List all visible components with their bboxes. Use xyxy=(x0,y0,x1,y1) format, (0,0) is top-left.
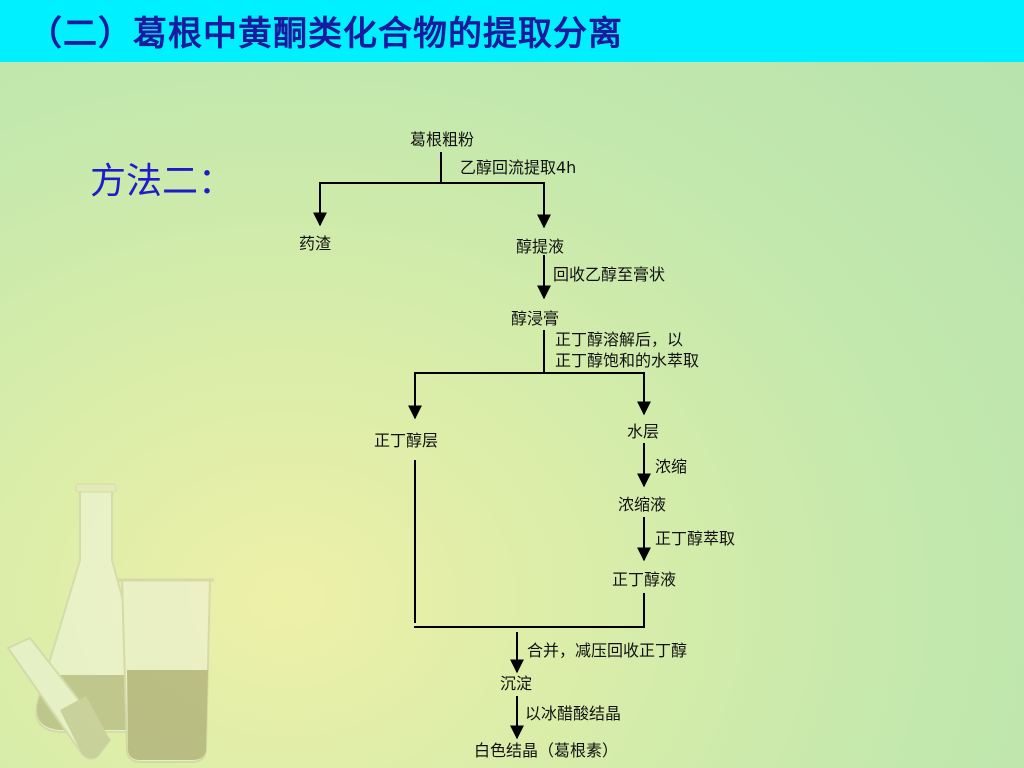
node-start: 葛根粗粉 xyxy=(410,130,475,149)
step-combine: 合并，减压回收正丁醇 xyxy=(527,641,688,660)
node-butanol-solution: 正丁醇液 xyxy=(612,570,677,589)
node-residue: 药渣 xyxy=(299,234,332,253)
step-ethanol-reflux: 乙醇回流提取4h xyxy=(460,158,577,177)
title-bar: （二）葛根中黄酮类化合物的提取分离 xyxy=(0,0,1024,62)
node-precipitate: 沉淀 xyxy=(500,674,533,693)
step-recover-ethanol: 回收乙醇至膏状 xyxy=(553,265,666,284)
node-alcohol-extract: 醇提液 xyxy=(516,237,565,256)
step-butanol-extract: 正丁醇萃取 xyxy=(655,529,736,548)
node-water-layer: 水层 xyxy=(627,422,660,441)
node-alcohol-paste: 醇浸膏 xyxy=(511,309,560,328)
node-concentrate: 浓缩液 xyxy=(618,495,667,514)
slide-title: （二）葛根中黄酮类化合物的提取分离 xyxy=(28,14,623,54)
step-dissolve-line2: 正丁醇饱和的水萃取 xyxy=(555,351,700,370)
node-butanol-layer: 正丁醇层 xyxy=(374,431,439,450)
step-glacial-acetic: 以冰醋酸结晶 xyxy=(525,704,622,723)
step-concentrate: 浓缩 xyxy=(655,457,688,476)
glassware-illustration xyxy=(6,483,214,763)
step-dissolve-line1: 正丁醇溶解后，以 xyxy=(555,330,684,349)
method-label: 方法二： xyxy=(90,161,235,202)
node-final-crystal: 白色结晶（葛根素） xyxy=(474,741,619,760)
